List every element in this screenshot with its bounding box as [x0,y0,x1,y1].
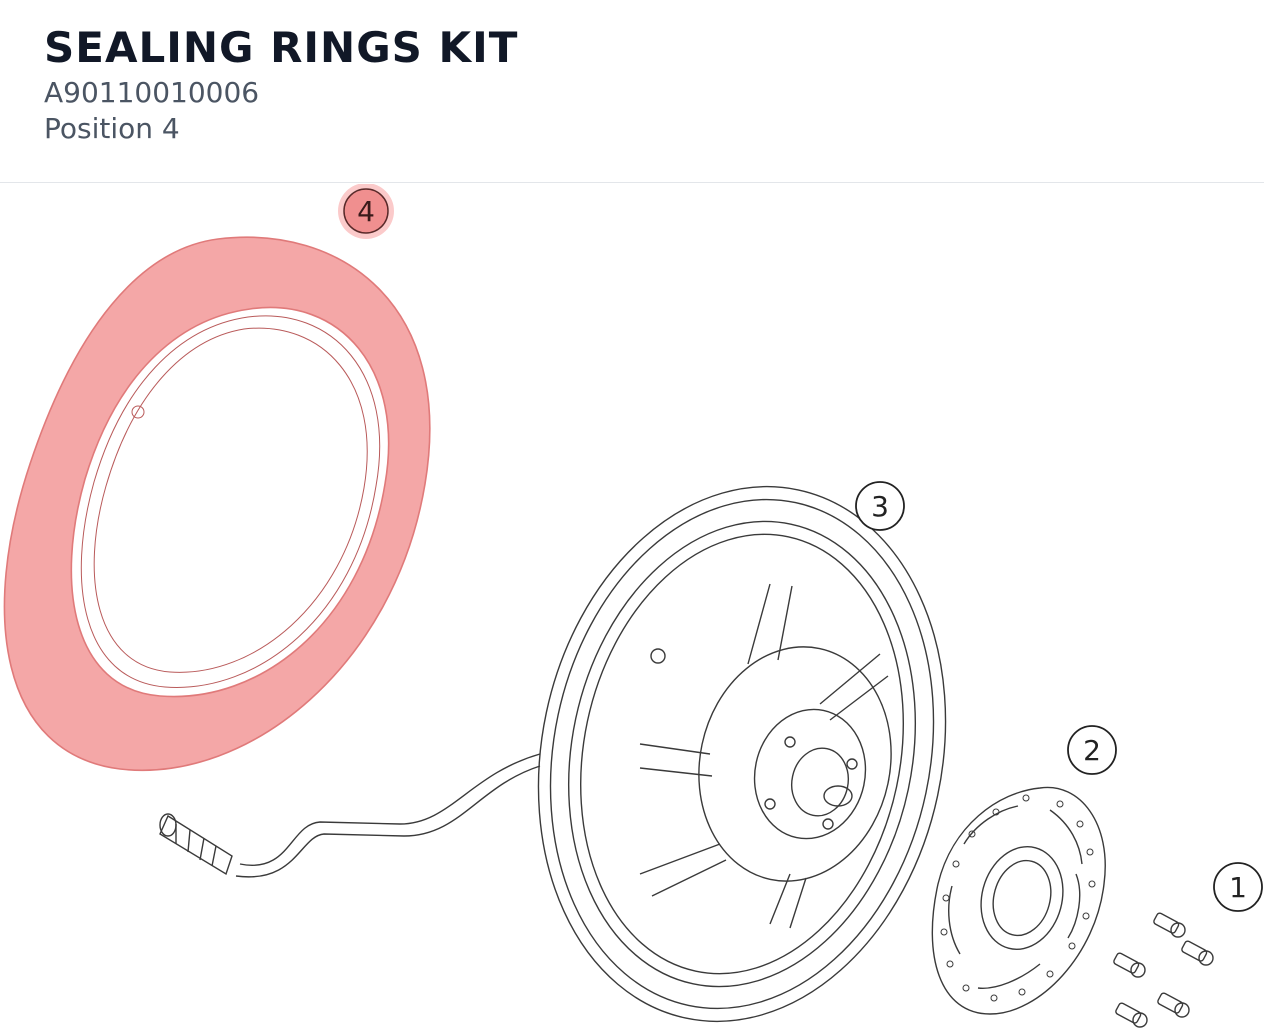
callout-3[interactable]: 3 [855,481,905,531]
callout-1[interactable]: 1 [1213,862,1263,912]
callout-2-label: 2 [1083,734,1101,767]
rear-wheel[interactable] [490,448,994,1031]
exploded-diagram: 4 3 2 1 [0,184,1264,1031]
callout-2[interactable]: 2 [1067,725,1117,775]
part-number: A90110010006 [44,76,260,109]
diagram-svg: 4 3 2 1 [3,184,1263,1031]
brake-disc[interactable] [931,786,1106,1015]
callout-4-label: 4 [357,195,375,228]
callout-1-label: 1 [1229,871,1247,904]
part-position: Position 4 [44,112,180,145]
part-title: SEALING RINGS KIT [44,23,519,72]
callout-4[interactable]: 4 [338,184,394,239]
header: SEALING RINGS KIT A90110010006 Position … [0,0,1264,183]
disc-bolts[interactable] [1113,912,1214,1028]
sealing-ring[interactable] [3,236,431,771]
callout-3-label: 3 [871,490,889,523]
sensor-cable[interactable] [159,753,541,878]
